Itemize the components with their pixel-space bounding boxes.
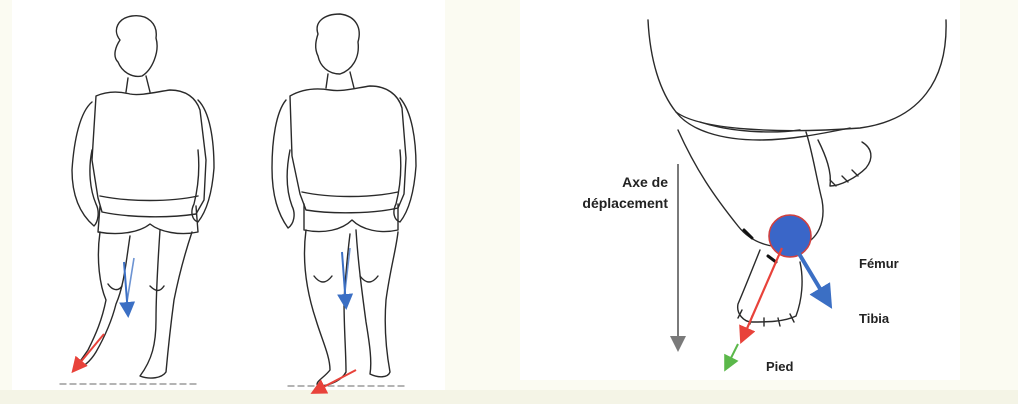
axis-label-line-1: Axe de: [538, 172, 668, 193]
right-arm: [394, 98, 416, 222]
right-arm: [192, 100, 214, 222]
knee-detail: [108, 284, 164, 291]
walker-figure-1: [60, 16, 214, 384]
axis-label: Axe de déplacement: [538, 172, 668, 214]
femur-arrow-1: [126, 258, 134, 308]
front-toes: [738, 310, 794, 326]
shorts: [304, 204, 398, 232]
head: [316, 14, 360, 74]
shorts: [98, 206, 198, 234]
right-leg: [356, 230, 398, 377]
lower-leg: [738, 250, 802, 322]
waist-folds: [676, 112, 850, 140]
foot-arrow: [726, 344, 738, 368]
shirt-hem: [100, 196, 198, 201]
pied-label: Pied: [766, 359, 793, 375]
right-leg: [140, 230, 192, 378]
torso-top-view: [648, 20, 946, 131]
femur-arrow: [742, 248, 782, 340]
shirt-hem: [302, 192, 398, 197]
left-leg: [74, 232, 130, 370]
tibia-label: Tibia: [859, 311, 889, 327]
hip-joint-marker: [769, 215, 811, 257]
head: [115, 16, 157, 77]
foot-arrow-1: [74, 334, 104, 370]
axis-label-line-2: déplacement: [538, 193, 668, 214]
femur-label: Fémur: [859, 256, 899, 272]
top-view-figure: [648, 20, 946, 326]
foot-arrow-2: [314, 370, 356, 392]
walker-figure-2: [272, 14, 416, 386]
neck: [126, 76, 150, 92]
left-leg: [304, 230, 350, 386]
